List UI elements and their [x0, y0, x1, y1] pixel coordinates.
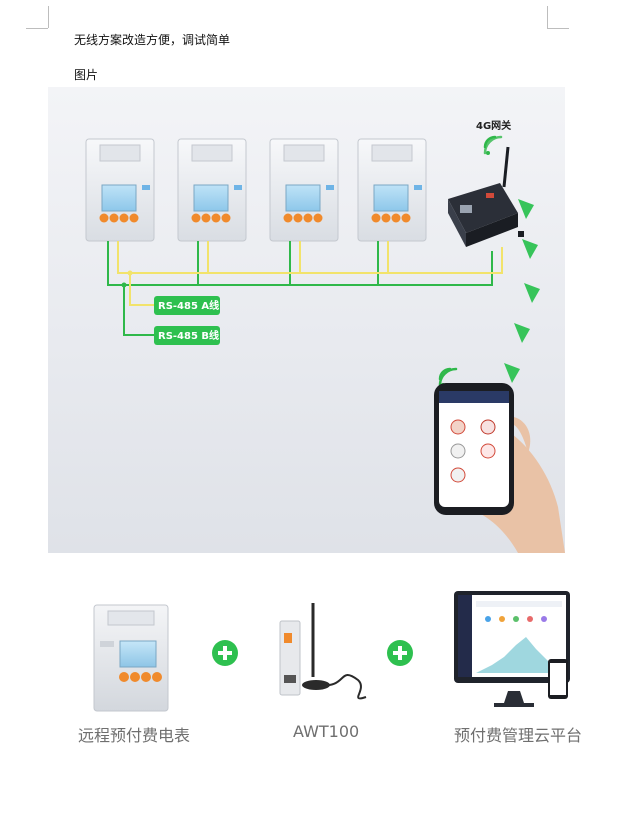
signal-arrow-icons	[504, 199, 540, 383]
electric-meter	[269, 138, 339, 242]
bus-a-label-badge: RS-485 A线	[154, 296, 220, 315]
wiring-diagram-image: 4G网关 RS-485 A线 RS-485 B线	[48, 87, 565, 553]
crop-mark-top-right	[547, 28, 569, 29]
gateway-label: 4G网关	[476, 119, 511, 132]
crop-mark-top-left	[26, 28, 48, 29]
wifi-signal-icon	[483, 135, 503, 155]
rs485-bus-wiring	[107, 241, 503, 336]
bus-a-label: RS-485 A线	[158, 299, 219, 312]
product-caption-awt100: AWT100	[293, 722, 360, 741]
crop-mark-top-right	[547, 6, 548, 28]
4g-gateway-device	[448, 146, 524, 247]
electric-meter	[85, 138, 155, 242]
awt100-module-product	[279, 603, 367, 700]
document-text-line: 无线方案改造方便，调试简单	[74, 33, 231, 47]
product-caption-cloud-platform: 预付费管理云平台	[454, 726, 583, 745]
product-combination-image	[48, 585, 574, 755]
bus-b-label-badge: RS-485 B线	[154, 326, 220, 345]
prepaid-meter-product	[93, 604, 169, 712]
document-text-line: 图片	[74, 68, 99, 82]
electric-meter	[177, 138, 247, 242]
electric-meter	[357, 138, 427, 242]
hand-holding-phone-image	[434, 383, 565, 553]
cloud-platform-monitor-product	[454, 591, 570, 707]
crop-mark-top-left	[48, 6, 49, 28]
plus-icon	[387, 640, 413, 666]
bus-b-label: RS-485 B线	[158, 329, 219, 342]
product-caption-meter: 远程预付费电表	[78, 726, 191, 745]
plus-icon	[212, 640, 238, 666]
